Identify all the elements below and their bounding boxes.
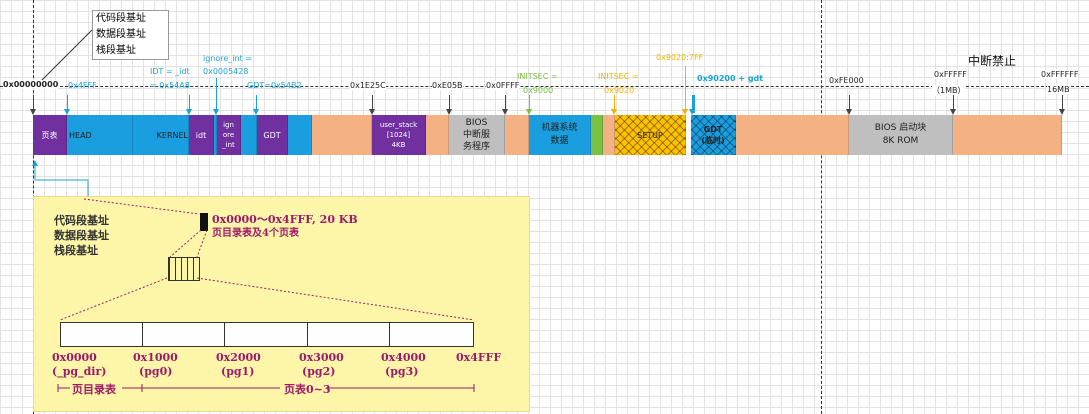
tick-fff: [502, 95, 508, 115]
addr-ffff-b: （1MB）: [932, 85, 966, 96]
tick-ignore: [213, 78, 219, 115]
zoom-data-base: 数据段基址: [54, 229, 109, 242]
zoom-stack-base: 栈段基址: [54, 244, 98, 257]
base-note-box: 代码段基址 数据段基址 栈段基址: [92, 10, 169, 60]
seg-free1: [312, 115, 372, 155]
seg-free6: [953, 115, 1062, 155]
seg-machine-data: 机器系统 数据: [529, 115, 591, 155]
zoom-connector: [32, 160, 89, 196]
addr-initsec2a: INITSEC =: [598, 72, 639, 81]
zoom-base-labels: 代码段基址 数据段基址 栈段基址: [54, 213, 109, 258]
zoom-sub-2: (pg1): [221, 365, 255, 378]
seg-green: [591, 115, 603, 155]
tick-idt: [186, 95, 192, 115]
zoom-legend-lines: [57, 384, 475, 392]
note-code-base: 代码段基址: [96, 13, 146, 24]
zoom-legend-dir: 页目录表: [72, 383, 116, 396]
page-cell-dir: [60, 322, 143, 347]
tick-initsec2: [611, 95, 617, 115]
addr-gdt: GDT=0x54B2: [247, 81, 302, 90]
addr-idt-val: = 0x54A8: [150, 81, 190, 90]
seg-ignore-int: ign ore _int: [217, 115, 241, 155]
dashed-axis-line: [0, 86, 1089, 87]
tick-gdt: [253, 95, 259, 115]
zoom-sub-0: (_pg_dir): [52, 365, 107, 378]
addr-initsec1a: INITSEC =: [517, 72, 558, 81]
page-table-zoom-panel: 代码段基址 数据段基址 栈段基址 0x0000～0x4FFF, 20 KB 页目…: [33, 196, 530, 412]
zoom-code-base: 代码段基址: [54, 214, 109, 227]
page-cell-pg2: [307, 322, 390, 347]
zoom-small-block: [200, 213, 208, 231]
zoom-dotted-lines: [59, 198, 475, 321]
seg-gdt-temp: GDT (临时): [691, 115, 736, 155]
seg-free2: [426, 115, 449, 155]
zoom-tick-5: 0x4FFF: [456, 351, 502, 364]
tick-fffff: [1059, 95, 1065, 115]
interrupts-off-label: 中断禁止: [968, 54, 1017, 68]
addr-fffff-b: 16MB: [1047, 85, 1070, 94]
tick-setup-end: [682, 66, 688, 115]
seg-free4: [603, 115, 615, 155]
seg-bios-int: BIOS 中断服 务程序: [449, 115, 505, 155]
addr-initsec1b: 0x9000: [523, 86, 554, 95]
zoom-tick-2: 0x2000: [216, 351, 261, 364]
gap-marker-gold: [686, 115, 691, 155]
tick-initsec1: [526, 95, 532, 115]
zoom-sub-4: (pg3): [385, 365, 419, 378]
seg-free3: [505, 115, 529, 155]
seg-head: HEAD: [67, 115, 133, 155]
tick-ffff: [950, 95, 956, 115]
tick-fe000: [846, 95, 852, 115]
zoom-sub-1: (pg0): [139, 365, 173, 378]
addr-fe000: 0xFE000: [829, 76, 864, 85]
seg-gdt: GDT: [257, 115, 288, 155]
tick-0: [30, 95, 36, 115]
addr-idt: IDT = _idt: [150, 67, 190, 76]
seg-idt: idt: [189, 115, 214, 155]
seg-setup: SETUP: [615, 115, 686, 155]
seg-free5: [736, 115, 849, 155]
seg-kernel: KERNEL: [133, 115, 189, 155]
addr-initsec2b: 0x9020: [604, 86, 635, 95]
dashed-vertical-mid: [821, 0, 822, 414]
addr-gdt-new: 0x90200 + gdt: [697, 74, 764, 83]
tick-gdt-new: [689, 95, 695, 115]
addr-fff: 0x0FFFF: [486, 81, 520, 90]
seg-page-table: 页表: [33, 115, 67, 155]
tick-4fff: [64, 95, 70, 115]
addr-ignore2: 0x0005428: [203, 67, 249, 76]
zoom-legend-pages: 页表0~3: [284, 383, 331, 396]
seg-gap2: [241, 115, 257, 155]
addr-0: 0x00000000: [3, 80, 59, 89]
zoom-tick-4: 0x4000: [381, 351, 426, 364]
seg-gap3: [288, 115, 312, 155]
seg-gap1: [214, 115, 217, 155]
page-cell-pg3: [389, 322, 474, 347]
addr-ffff-a: 0xFFFFF: [934, 70, 967, 79]
note-pointer-line: [35, 29, 93, 87]
addr-stack: 0x1E25C: [350, 81, 386, 90]
page-cell-pg1: [224, 322, 308, 347]
tick-e05b: [446, 95, 452, 115]
note-stack-base: 栈段基址: [96, 45, 136, 56]
zoom-desc: 页目录表及4个页表: [212, 228, 299, 239]
zoom-tick-0: 0x0000: [52, 351, 97, 364]
addr-ignore1: ignore_int =: [203, 54, 252, 63]
zoom-mini-table: [168, 257, 200, 281]
page-cell-pg0: [142, 322, 225, 347]
tick-stack: [369, 95, 375, 115]
addr-4fff: 0x4FFF: [68, 81, 97, 90]
zoom-range: 0x0000～0x4FFF, 20 KB: [212, 213, 358, 226]
note-data-base: 数据段基址: [96, 29, 146, 40]
addr-e05b: 0xE05B: [432, 81, 463, 90]
addr-fffff-a: 0xFFFFFF: [1041, 70, 1079, 79]
seg-bios-boot: BIOS 启动块 8K ROM: [849, 115, 953, 155]
zoom-tick-3: 0x3000: [299, 351, 344, 364]
zoom-tick-1: 0x1000: [133, 351, 178, 364]
addr-setup-end: 0x9020:7FF: [656, 53, 704, 62]
zoom-sub-3: (pg2): [302, 365, 336, 378]
seg-user-stack: user_stack [1024] 4KB: [372, 115, 426, 155]
